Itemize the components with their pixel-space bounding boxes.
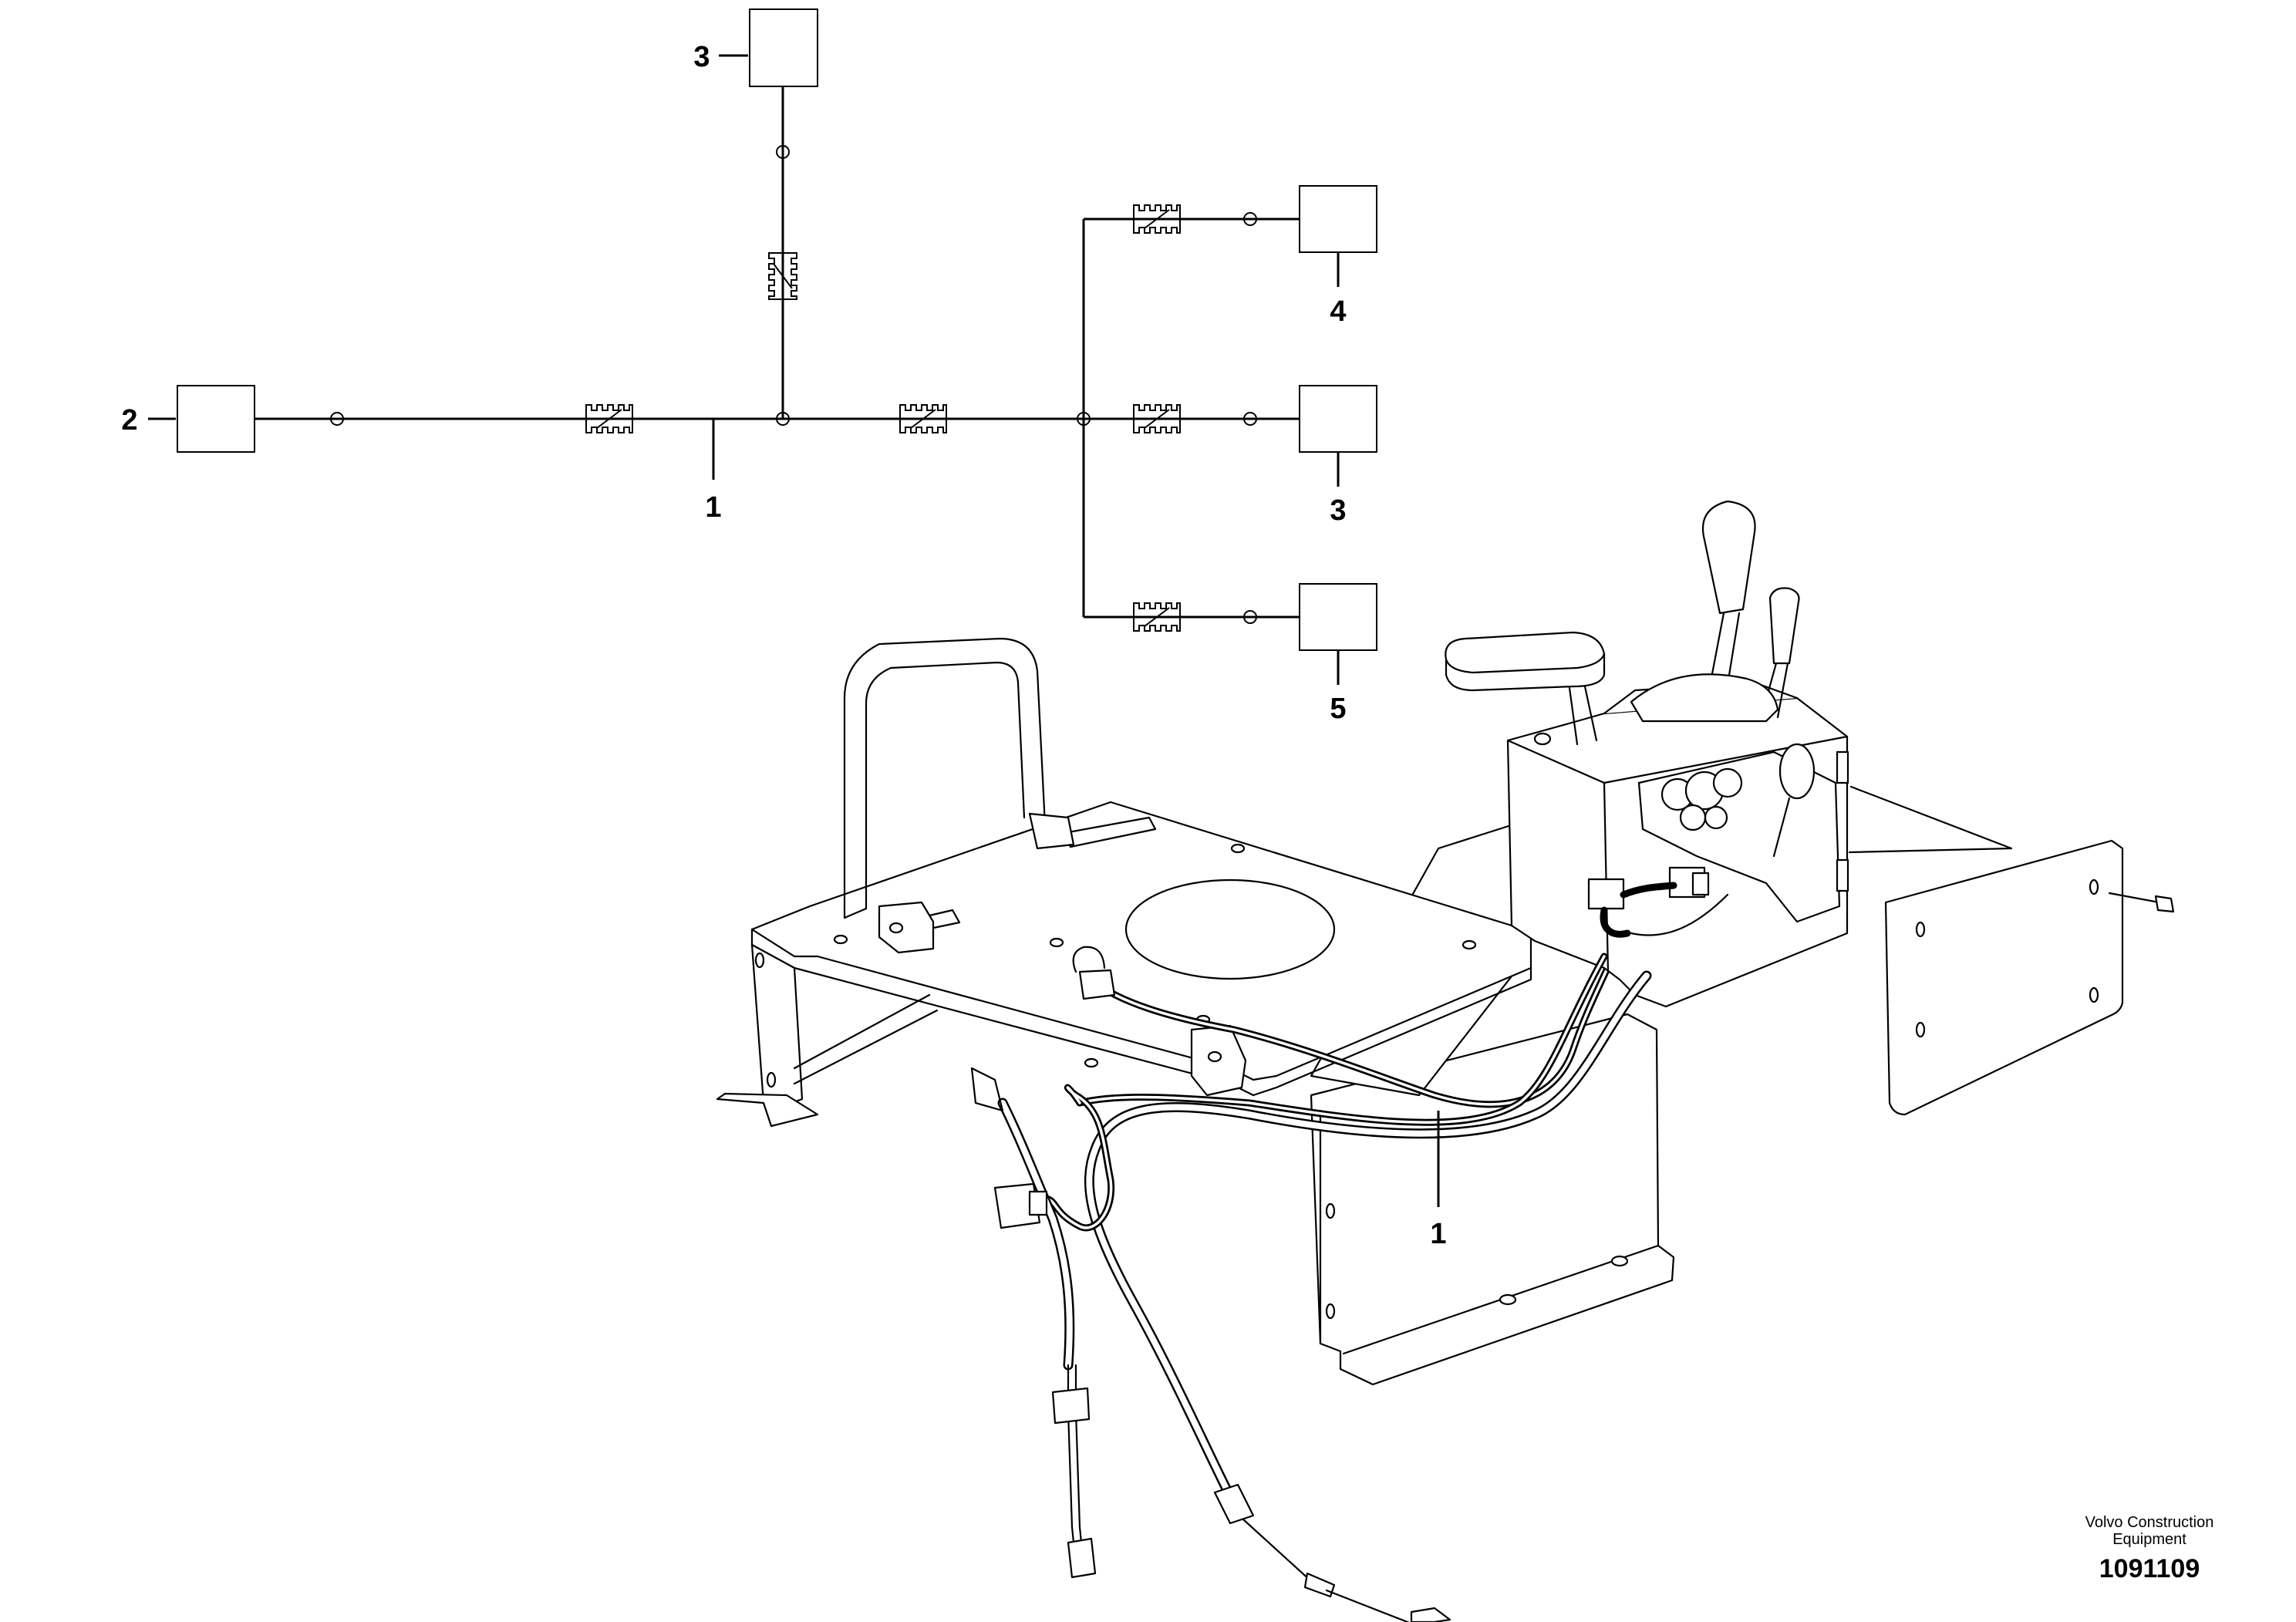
- callout-5: 5: [1330, 693, 1346, 725]
- callout-1-assembly: 1: [1430, 1218, 1446, 1250]
- control-cables: [970, 953, 1652, 1622]
- left-leg: [716, 943, 939, 1128]
- junction-dot: [776, 412, 790, 426]
- shift-lever-knob: [1701, 500, 1756, 615]
- shift-lever-knob: [1768, 587, 1800, 665]
- seat-frame-assembly: [716, 500, 2175, 1622]
- callout-3-right: 3: [1330, 494, 1346, 527]
- component-box-3-right: [1299, 385, 1377, 453]
- schematic: 1 2 3 4 3 5: [121, 8, 1377, 725]
- wire-terminal: [776, 145, 790, 159]
- harness-connector: [993, 1182, 1041, 1229]
- component-box-5: [1299, 583, 1377, 651]
- side-cover-plate: [1848, 785, 2175, 1116]
- callout-3-top: 3: [693, 41, 710, 73]
- component-box-4: [1299, 185, 1377, 253]
- grab-handle: [843, 637, 1247, 1097]
- drawing-number: 1091109: [2099, 1554, 2200, 1583]
- component-box-3-top: [749, 8, 818, 87]
- rear-mounting-bracket: [1310, 1013, 1675, 1386]
- company-name-line1: Volvo Construction: [2085, 1514, 2214, 1531]
- armrest-pad: [1445, 631, 1606, 692]
- base-plate: [750, 801, 1532, 1097]
- wire-terminal: [1243, 610, 1257, 624]
- brand-block: Volvo Construction Equipment 1091109: [2049, 1514, 2250, 1584]
- wire-terminal: [330, 412, 344, 426]
- callout-4: 4: [1330, 295, 1346, 328]
- company-name-line2: Equipment: [2112, 1531, 2186, 1548]
- callout-1-schematic: 1: [705, 491, 721, 524]
- wire-terminal: [1243, 212, 1257, 226]
- callout-2: 2: [121, 404, 137, 437]
- junction-dot: [1077, 412, 1091, 426]
- control-box: [1445, 500, 1849, 1008]
- seat-hole: [1124, 878, 1336, 980]
- wire-terminal: [1243, 412, 1257, 426]
- frame-harness: [1072, 926, 1627, 1108]
- component-box-2: [177, 385, 255, 453]
